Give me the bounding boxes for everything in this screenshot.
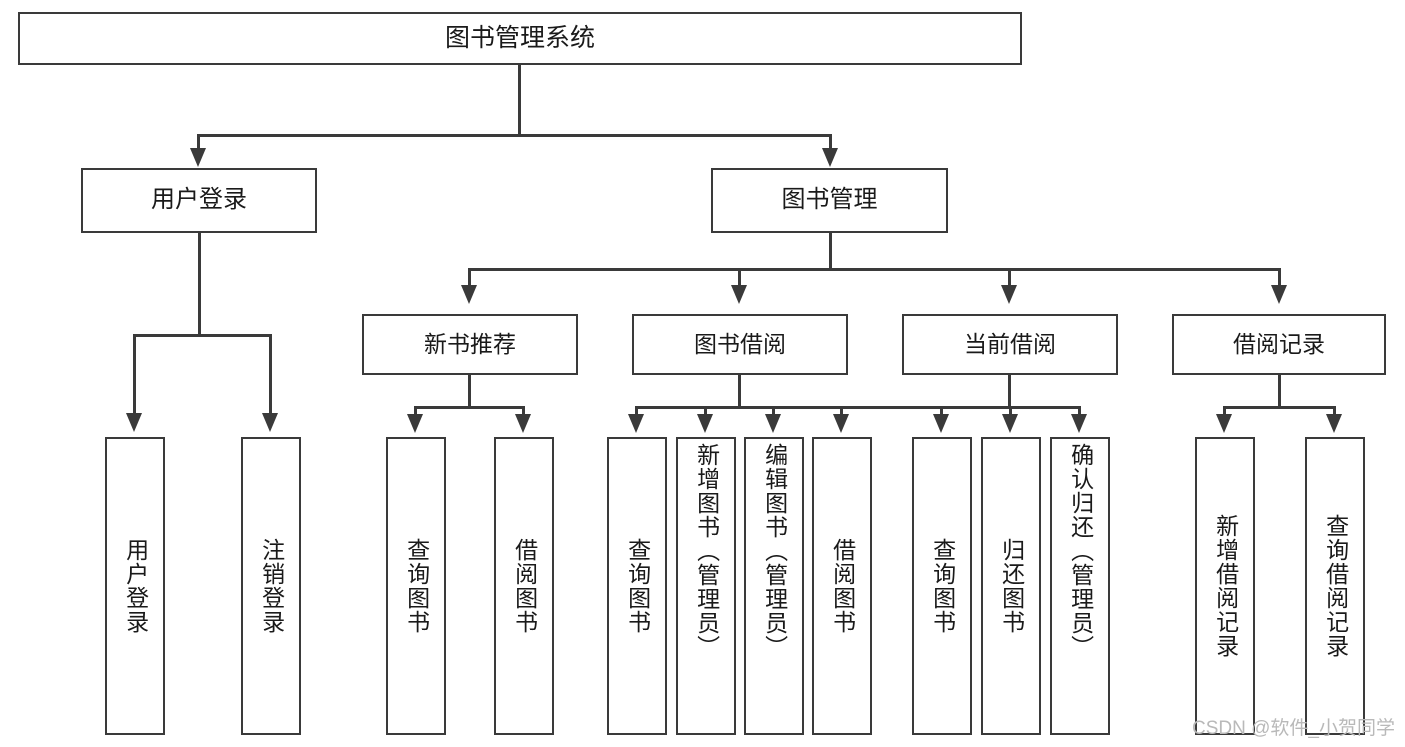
edge-drop-borrow-record [1278, 268, 1281, 290]
csdn-watermark: CSDN @软件_小贺同学 [1192, 718, 1395, 739]
arrow-query-book-2 [628, 414, 644, 433]
arrow-add-book [697, 414, 713, 433]
node-borrow-record[interactable]: 借阅记录 [1172, 314, 1386, 375]
leaf-query-book-new-rec[interactable]: 查询图书 [386, 437, 446, 735]
node-current-borrow[interactable]: 当前借阅 [902, 314, 1118, 375]
leaf-add-book[interactable]: 新增图书（管理员） [676, 437, 736, 735]
edge-borrow-record-stem [1278, 375, 1281, 409]
edge-user-login-bus [134, 334, 271, 337]
arrow-return-book [1002, 414, 1018, 433]
arrow-query-book-3 [933, 414, 949, 433]
edge-drop-borrow-book-1 [522, 406, 525, 418]
edge-drop-leaf-user-logout [269, 334, 272, 418]
node-user-login[interactable]: 用户登录 [81, 168, 317, 233]
arrow-borrow-book-1 [515, 414, 531, 433]
edge-level2-bus [198, 134, 832, 137]
edge-drop-borrow-book-2 [840, 406, 843, 418]
edge-drop-query-book-2 [635, 406, 638, 418]
edge-root-stem [518, 65, 521, 135]
arrow-new-book-rec [461, 285, 477, 304]
edge-drop-current-borrow [1008, 268, 1011, 290]
edge-current-borrow-stem [1008, 375, 1011, 409]
edge-drop-leaf-user-login [133, 334, 136, 418]
leaf-add-borrow-record[interactable]: 新增借阅记录 [1195, 437, 1255, 735]
arrow-add-record [1216, 414, 1232, 433]
arrow-query-record [1326, 414, 1342, 433]
leaf-borrow-book-new-rec[interactable]: 借阅图书 [494, 437, 554, 735]
edge-drop-return-book [1009, 406, 1012, 418]
arrow-confirm-return [1071, 414, 1087, 433]
leaf-user-logout[interactable]: 注销登录 [241, 437, 301, 735]
edge-drop-query-book-3 [940, 406, 943, 418]
leaf-edit-book[interactable]: 编辑图书（管理员） [744, 437, 804, 735]
arrow-query-book-1 [407, 414, 423, 433]
edge-drop-book-borrow [738, 268, 741, 290]
edge-drop-confirm-return [1078, 406, 1081, 418]
edge-new-book-rec-stem [468, 375, 471, 409]
arrow-borrow-record [1271, 285, 1287, 304]
edge-drop-query-record [1333, 406, 1336, 418]
arrow-borrow-book-2 [833, 414, 849, 433]
edge-book-borrow-bus [636, 406, 942, 409]
leaf-user-login[interactable]: 用户登录 [105, 437, 165, 735]
node-book-mgmt[interactable]: 图书管理 [711, 168, 948, 233]
edge-new-book-rec-bus [415, 406, 525, 409]
leaf-confirm-return[interactable]: 确认归还（管理员） [1050, 437, 1110, 735]
edge-level3-bus [469, 268, 1281, 271]
arrow-user-login [190, 148, 206, 167]
leaf-query-borrow-record[interactable]: 查询借阅记录 [1305, 437, 1365, 735]
leaf-borrow-book-borrow[interactable]: 借阅图书 [812, 437, 872, 735]
arrow-book-borrow [731, 285, 747, 304]
leaf-query-book-current[interactable]: 查询图书 [912, 437, 972, 735]
leaf-query-book-borrow[interactable]: 查询图书 [607, 437, 667, 735]
arrow-current-borrow [1001, 285, 1017, 304]
edge-drop-new-book-rec [468, 268, 471, 290]
edge-book-borrow-stem [738, 375, 741, 409]
edge-drop-query-book-1 [414, 406, 417, 418]
edge-drop-user-login [197, 134, 200, 154]
edge-user-login-stem [198, 233, 201, 336]
node-book-borrow[interactable]: 图书借阅 [632, 314, 848, 375]
node-root[interactable]: 图书管理系统 [18, 12, 1022, 65]
leaf-return-book[interactable]: 归还图书 [981, 437, 1041, 735]
edge-drop-add-record [1223, 406, 1226, 418]
edge-drop-book-mgmt [829, 134, 832, 154]
edge-drop-add-book [704, 406, 707, 418]
edge-book-mgmt-stem [829, 233, 832, 270]
arrow-book-mgmt [822, 148, 838, 167]
edge-drop-edit-book [772, 406, 775, 418]
edge-borrow-record-bus [1224, 406, 1336, 409]
node-new-book-rec[interactable]: 新书推荐 [362, 314, 578, 375]
arrow-leaf-user-logout [262, 413, 278, 432]
arrow-leaf-user-login [126, 413, 142, 432]
arrow-edit-book [765, 414, 781, 433]
